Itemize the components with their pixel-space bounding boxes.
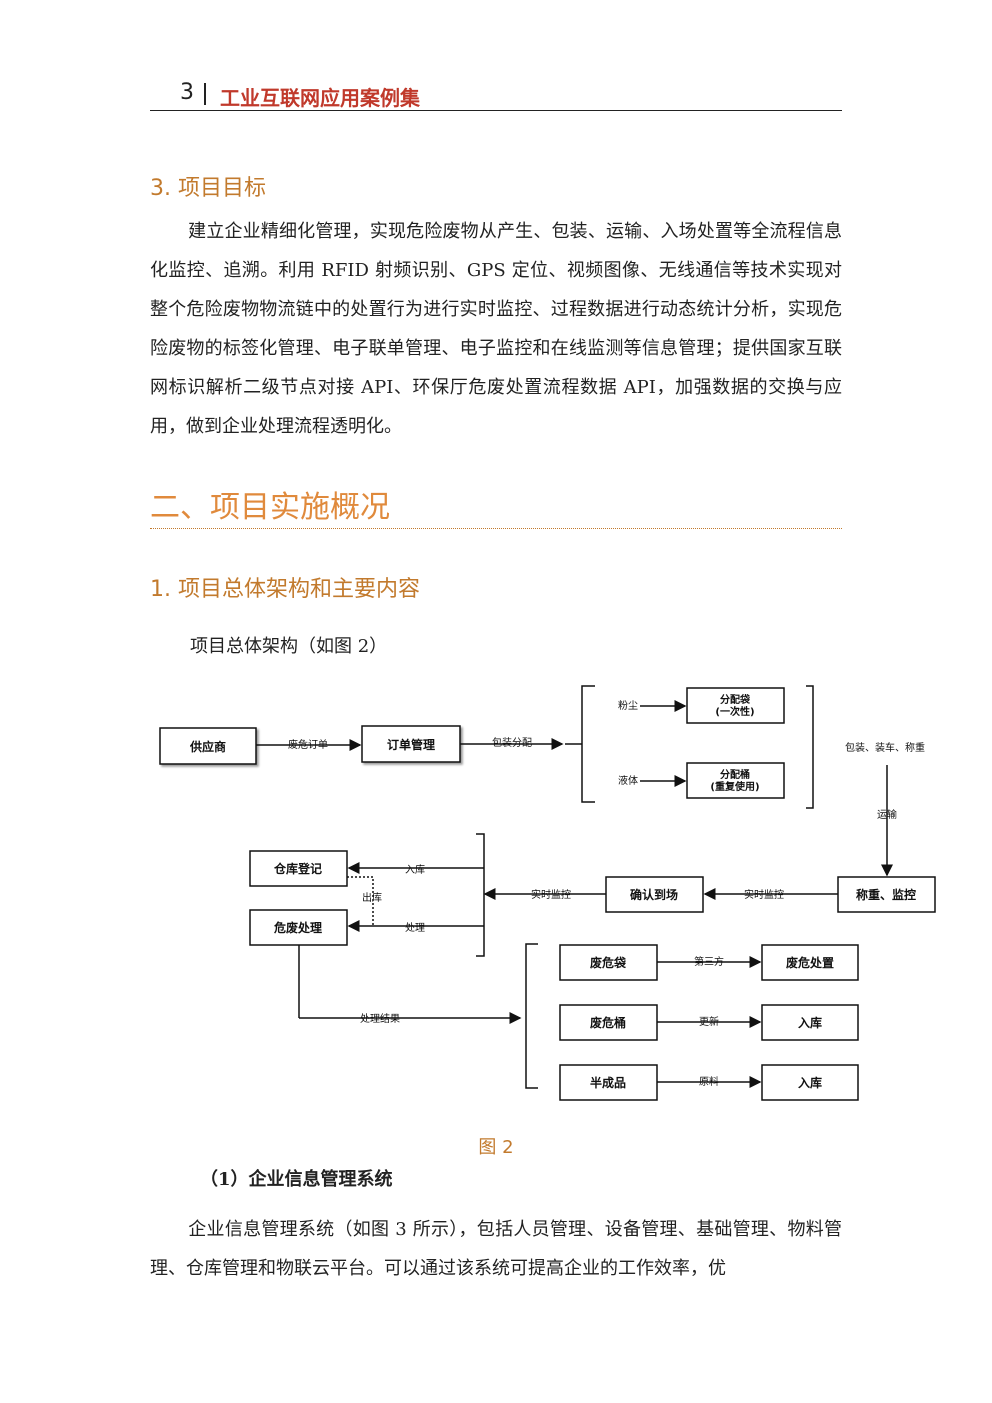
inbound-label: 入库 <box>405 863 425 876</box>
order-mgmt-label: 订单管理 <box>387 737 435 752</box>
waste-bucket-label: 废危桶 <box>590 1015 626 1030</box>
warehouse-reg-label: 仓库登记 <box>273 861 322 876</box>
transport-label: 运输 <box>877 808 897 821</box>
section-arch-heading: 1. 项目总体架构和主要内容 <box>150 577 420 602</box>
page-number: 3 <box>180 80 194 105</box>
section-goal-paragraph: 建立企业精细化管理，实现危险废物从产生、包装、运输、入场处置等全流程信息化监控、… <box>150 221 842 437</box>
hazard-order-label: 废危订单 <box>288 738 328 751</box>
confirm-arrival-box <box>605 876 704 913</box>
waste-bag-label: 废危袋 <box>590 955 627 970</box>
architecture-intro: 项目总体架构（如图 2） <box>190 636 388 657</box>
realtime-label-1: 实时监控 <box>531 888 571 901</box>
section-goal-heading: 3. 项目目标 <box>150 176 266 201</box>
store1-label: 入库 <box>798 1015 822 1030</box>
store1-box <box>761 1004 859 1041</box>
bucket-box <box>686 762 785 799</box>
supplier-label: 供应商 <box>189 739 226 754</box>
supplier-box <box>159 727 257 765</box>
bag-box <box>686 687 785 724</box>
dust-label: 粉尘 <box>618 699 638 712</box>
weigh-monitor-label: 称重、监控 <box>856 887 916 902</box>
confirm-arrival-label: 确认到场 <box>630 887 678 902</box>
waste-bucket-box <box>559 1004 658 1041</box>
hazard-process-box <box>249 909 348 946</box>
page-header: 3 工业互联网应用案例集 <box>150 80 842 111</box>
hazard-process-label: 危废处理 <box>273 920 322 935</box>
update-label: 更新 <box>699 1015 719 1028</box>
third-party-label: 第三方 <box>694 955 724 968</box>
warehouse-reg-box <box>249 850 348 887</box>
figure-caption: 图 2 <box>478 1137 514 1158</box>
raw-material-label: 原料 <box>699 1075 719 1088</box>
weigh-monitor-box <box>837 876 936 913</box>
process-label: 处理 <box>405 922 425 934</box>
pack-load-weigh-label: 包装、装车、称重 <box>845 741 925 754</box>
realtime-label-2: 实时监控 <box>744 888 784 901</box>
section-impl-heading: 二、项目实施概况 <box>150 482 842 529</box>
store2-label: 入库 <box>798 1075 822 1090</box>
process-result-label: 处理结果 <box>360 1012 400 1025</box>
outbound-label: 出库 <box>362 891 382 904</box>
order-mgmt-box <box>361 725 461 763</box>
waste-disposal-label: 废危处置 <box>786 955 834 970</box>
subsection-paragraph: 企业信息管理系统（如图 3 所示），包括人员管理、设备管理、基础管理、物料管理、… <box>150 1219 842 1279</box>
header-divider <box>204 83 206 105</box>
subsection-heading: （1）企业信息管理系统 <box>200 1169 393 1190</box>
bag-label-1: 分配袋 <box>720 693 751 706</box>
semi-product-label: 半成品 <box>590 1075 626 1090</box>
bucket-label-1: 分配桶 <box>720 768 750 781</box>
bucket-label-2: (重复使用) <box>710 780 759 793</box>
store2-box <box>761 1064 859 1101</box>
header-title: 工业互联网应用案例集 <box>220 86 420 110</box>
waste-disposal-box <box>761 944 859 981</box>
waste-bag-box <box>559 944 658 981</box>
bag-label-2: (一次性) <box>715 705 754 718</box>
liquid-label: 液体 <box>618 774 638 787</box>
pack-dist-label: 包装分配 <box>492 736 532 749</box>
semi-product-box <box>559 1064 658 1101</box>
